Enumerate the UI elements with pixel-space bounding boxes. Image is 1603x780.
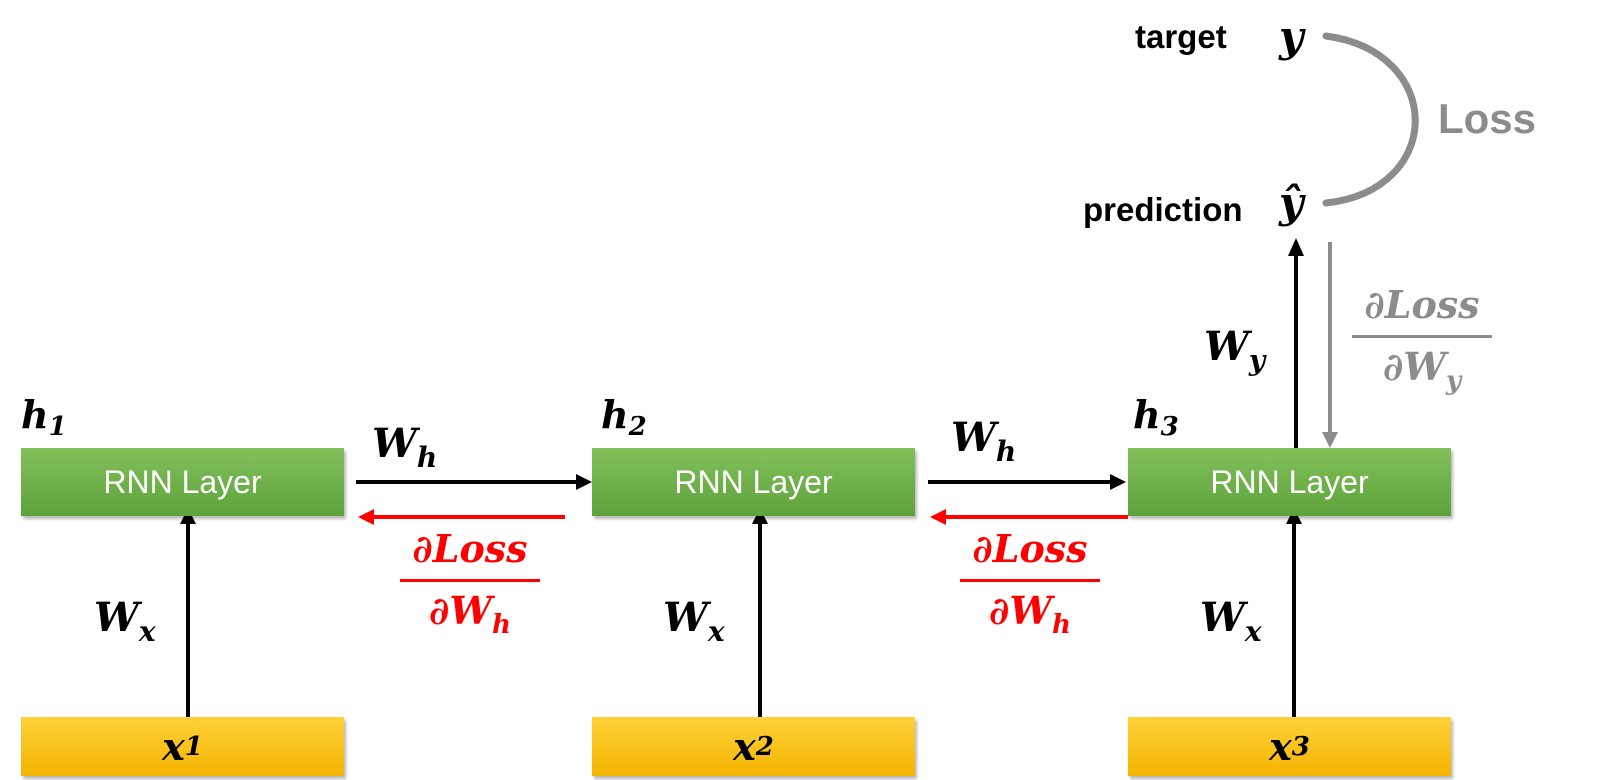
weight-symbol: W [1204,323,1249,370]
prediction-symbol: ŷ [1279,178,1304,227]
hidden-subscript: 3 [1160,412,1179,442]
hidden-weight-label-2: Wh [951,418,1016,466]
hidden-forward-arrow-1 [356,474,592,490]
gradient-numerator: ∂Loss [1364,282,1480,327]
weight-symbol: W [663,594,708,641]
loss-arc [1322,32,1419,207]
hidden-forward-arrow-2 [928,474,1126,490]
hidden-state-label-1: h1 [21,396,67,441]
hidden-state-label-3: h3 [1133,396,1179,441]
gradient-denominator: ∂Wh [429,588,511,640]
loss-label: Loss [1438,95,1537,142]
hidden-subscript: 2 [628,412,647,442]
weight-subscript: h [416,441,438,474]
input-arrow-1 [180,508,196,717]
output-gradient-fraction: ∂Loss ∂Wy [1352,282,1492,396]
weight-symbol: W [1200,594,1245,641]
weight-subscript: h [995,435,1017,468]
hidden-weight-label-1: Wh [372,424,437,472]
rnn-layer-label: RNN Layer [1210,463,1369,500]
input-symbol: x [1269,724,1292,769]
rnn-layer-1: RNN Layer [21,448,344,516]
input-arrow-2 [752,508,768,717]
weight-subscript: x [138,615,156,648]
hidden-symbol: h [21,392,49,437]
target-label: target [1135,18,1227,55]
input-weight-label-2: Wx [663,598,725,646]
hidden-gradient-fraction-2: ∂Loss ∂Wh [960,526,1100,640]
weight-symbol: W [951,414,996,461]
weight-subscript: x [707,615,725,648]
hidden-gradient-fraction-1: ∂Loss ∂Wh [400,526,540,640]
weight-symbol: W [94,594,139,641]
input-weight-label-1: Wx [94,598,156,646]
hidden-symbol: h [1133,392,1161,437]
weight-subscript: x [1244,615,1262,648]
output-arrow [1288,238,1304,448]
rnn-layer-label: RNN Layer [674,463,833,500]
fraction-bar [400,579,540,582]
input-symbol: x [733,724,756,769]
hidden-symbol: h [601,392,629,437]
input-weight-label-3: Wx [1200,598,1262,646]
hidden-subscript: 1 [48,412,67,442]
weight-subscript: y [1248,344,1266,377]
weight-symbol: W [372,420,417,467]
hidden-state-label-2: h2 [601,396,647,441]
gradient-denominator: ∂Wh [989,588,1071,640]
input-arrow-3 [1286,508,1302,717]
output-weight-label: Wy [1204,327,1265,375]
gradient-denominator: ∂Wy [1382,344,1462,396]
gradient-numerator: ∂Loss [412,526,528,571]
prediction-label: prediction [1083,191,1243,228]
fraction-bar [960,579,1100,582]
gradient-backward-arrow-1 [358,509,565,525]
rnn-layer-2: RNN Layer [592,448,915,516]
target-symbol: y [1279,12,1304,61]
input-symbol: x [162,724,185,769]
fraction-bar [1352,335,1492,338]
rnn-layer-label: RNN Layer [103,463,262,500]
rnn-layer-3: RNN Layer [1128,448,1451,516]
gradient-output-arrow [1322,242,1338,448]
gradient-numerator: ∂Loss [972,526,1088,571]
gradient-backward-arrow-2 [930,509,1128,525]
